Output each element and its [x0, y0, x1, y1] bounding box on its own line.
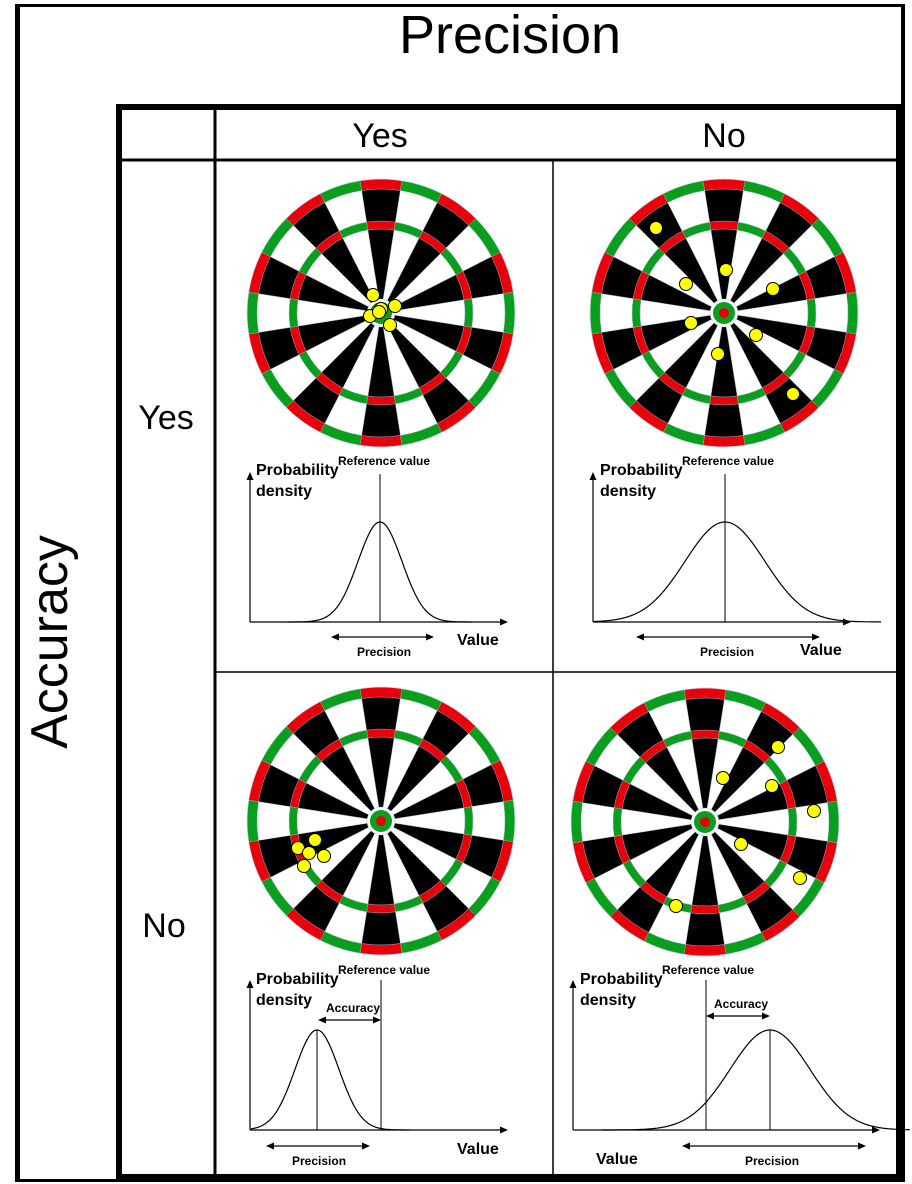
arrowhead-right: [858, 1143, 866, 1150]
dart-hit: [766, 780, 779, 793]
board-segment: [684, 688, 726, 700]
reference-value-label: Reference value: [662, 963, 754, 977]
value-label: Value: [596, 1151, 638, 1168]
board-segment: [684, 944, 726, 956]
accuracy-arrow: [706, 1013, 770, 1020]
board-segment: [788, 808, 797, 837]
precision-label: Precision: [745, 1154, 799, 1168]
precision-arrow: [682, 1143, 866, 1150]
dart-hit: [717, 772, 730, 785]
board-segment: [571, 801, 583, 843]
bullseye: [700, 817, 710, 827]
dart-hit: [808, 805, 821, 818]
board-segment: [613, 808, 622, 837]
gaussian-curve: [602, 1030, 910, 1130]
board-segment: [686, 913, 725, 946]
board-segment: [581, 803, 614, 842]
probability-label: Probability: [580, 971, 663, 988]
y-axis-arrowhead: [570, 980, 577, 988]
dart-hit: [772, 741, 785, 754]
accuracy-label: Accuracy: [714, 997, 768, 1011]
dartboard: [571, 688, 839, 956]
dart-hit: [735, 838, 748, 851]
dart-hit: [670, 900, 683, 913]
board-segment: [691, 905, 720, 914]
arrowhead-left: [682, 1143, 690, 1150]
arrowhead-left: [706, 1013, 714, 1020]
dart-hit: [794, 872, 807, 885]
board-segment: [686, 698, 725, 731]
board-segment: [827, 801, 839, 843]
density-label: density: [580, 992, 636, 1009]
board-segment: [691, 730, 720, 739]
arrowhead-right: [762, 1013, 770, 1020]
